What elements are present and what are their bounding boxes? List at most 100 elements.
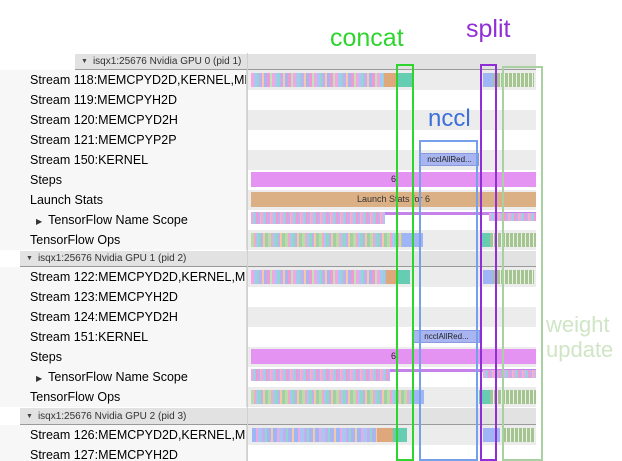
track-timeline [248,130,536,150]
event-bar[interactable] [377,428,393,442]
launch-stats-bar[interactable]: Launch Stats for 6 [251,192,536,207]
annotation-label-weight-update: weight update [546,312,613,362]
nccl-allreduce-event[interactable]: ncclAllRed... [420,153,479,166]
track-row-launch-stats: Launch Stats Launch Stats for 6 [0,190,622,210]
op-bar[interactable] [412,390,424,404]
step-bar[interactable]: 6 [251,172,536,187]
collapse-icon[interactable]: ▼ [81,58,88,65]
weight-update-event-cluster[interactable] [503,428,535,442]
section-header-gpu1[interactable]: ▼ isqx1:25676 Nvidia GPU 1 (pid 2) [0,250,622,267]
event-cluster[interactable] [252,428,377,442]
collapse-icon[interactable]: ▼ [26,255,33,262]
track-row-tf-ops-gpu0: TensorFlow Ops [0,230,622,250]
track-timeline [248,90,536,110]
track-row-stream124: Stream 124:MEMCPYD2H [0,307,622,327]
event-bar[interactable] [386,270,398,284]
section-header-gpu2[interactable]: ▼ isqx1:25676 Nvidia GPU 2 (pid 3) [0,407,622,425]
op-cluster[interactable] [251,233,402,247]
annotation-label-concat: concat [330,24,404,52]
track-label-text: TensorFlow Name Scope [48,213,188,227]
track-label: Steps [0,347,247,367]
track-label: Stream 150:KERNEL [0,150,247,170]
concat-event-bar[interactable] [398,270,410,284]
track-timeline: 6 [248,347,536,367]
nccl-allreduce-event[interactable]: ncclAllRed... [413,330,480,343]
track-row-stream126: Stream 126:MEMCPYD2D,KERNEL,MI [0,425,622,445]
event-cluster[interactable] [251,270,386,284]
track-label: ▶ TensorFlow Name Scope [0,210,247,230]
name-scope-cluster[interactable] [251,369,390,381]
track-row-stream151: Stream 151:KERNEL ncclAllRed... [0,327,622,347]
step-bar[interactable]: 6 [251,349,536,364]
track-row-stream119: Stream 119:MEMCPYH2D [0,90,622,110]
track-row-stream123: Stream 123:MEMCPYH2D [0,287,622,307]
gpu2-header-label: isqx1:25676 Nvidia GPU 2 (pid 3) [37,410,187,422]
track-label: Stream 126:MEMCPYD2D,KERNEL,MI [0,425,247,445]
track-timeline: ncclAllRed... [248,327,536,347]
track-row-stream120: Stream 120:MEMCPYD2H [0,110,622,130]
op-cluster[interactable] [251,390,412,404]
track-row-tf-name-scope-gpu0: ▶ TensorFlow Name Scope [0,210,622,230]
collapse-icon[interactable]: ▼ [26,412,33,420]
expand-icon[interactable]: ▶ [36,217,43,226]
annotation-label-split: split [466,15,511,43]
track-row-tf-name-scope-gpu1: ▶ TensorFlow Name Scope [0,367,622,387]
gpu1-header-label: isqx1:25676 Nvidia GPU 1 (pid 2) [37,253,187,264]
name-scope-cluster[interactable] [489,213,536,221]
name-scope-bar[interactable] [251,369,536,372]
track-label: Stream 121:MEMCPYP2P [0,130,247,150]
track-row-steps-gpu1: Steps 6 [0,347,622,367]
panel-divider[interactable] [247,53,248,461]
track-label: TensorFlow Ops [0,230,247,250]
split-event-bar[interactable] [483,270,493,284]
track-label: Stream 120:MEMCPYD2H [0,110,247,130]
track-timeline [248,210,536,230]
track-label: Stream 124:MEMCPYD2H [0,307,247,327]
event-cluster[interactable] [251,73,384,87]
op-bar[interactable] [402,233,423,247]
weight-update-line2: update [546,337,614,362]
track-label: ▶ TensorFlow Name Scope [0,367,247,387]
track-timeline: Launch Stats for 6 [248,190,536,210]
event-bar[interactable] [384,73,397,87]
section-header-gpu0[interactable]: ▼ isqx1:25676 Nvidia GPU 0 (pid 1) [0,53,622,70]
gpu1-header-band[interactable]: ▼ isqx1:25676 Nvidia GPU 1 (pid 2) [20,251,536,267]
annotation-label-nccl: nccl [428,105,471,132]
name-scope-cluster[interactable] [483,370,536,378]
track-row-stream127: Stream 127:MEMCPYH2D [0,445,622,461]
track-timeline [248,425,536,445]
track-row-stream122: Stream 122:MEMCPYD2D,KERNEL,MI [0,267,622,287]
track-row-stream118: Stream 118:MEMCPYD2D,KERNEL,ME [0,70,622,90]
track-label-text: TensorFlow Name Scope [48,370,188,384]
gpu2-header-band[interactable]: ▼ isqx1:25676 Nvidia GPU 2 (pid 3) [20,408,536,425]
split-event-bar[interactable] [483,428,500,442]
name-scope-cluster[interactable] [251,212,385,224]
gpu0-header-label: isqx1:25676 Nvidia GPU 0 (pid 1) [92,56,242,67]
track-row-stream150: Stream 150:KERNEL ncclAllRed... [0,150,622,170]
concat-event-bar[interactable] [393,428,407,442]
op-bar[interactable] [479,390,490,404]
split-event-bar[interactable] [483,73,493,87]
track-label: Stream 127:MEMCPYH2D [0,445,247,461]
track-label: Stream 119:MEMCPYH2D [0,90,247,110]
track-label: Stream 123:MEMCPYH2D [0,287,247,307]
op-cluster[interactable] [490,233,536,247]
weight-update-line1: weight [546,312,610,337]
track-timeline [248,307,536,327]
track-label: TensorFlow Ops [0,387,247,407]
gpu0-header-band[interactable]: ▼ isqx1:25676 Nvidia GPU 0 (pid 1) [75,54,536,70]
name-scope-bar[interactable] [251,212,536,215]
track-label: Stream 118:MEMCPYD2D,KERNEL,ME [0,70,247,90]
timeline-body: ▼ isqx1:25676 Nvidia GPU 0 (pid 1) Strea… [0,53,622,461]
expand-icon[interactable]: ▶ [36,374,43,383]
concat-event-bar[interactable] [397,73,413,87]
track-timeline [248,70,536,90]
op-bar[interactable] [480,233,490,247]
weight-update-event-cluster[interactable] [493,270,534,284]
op-cluster[interactable] [490,390,536,404]
track-timeline [248,230,536,250]
track-timeline [248,445,536,461]
weight-update-event-cluster[interactable] [493,73,534,87]
track-timeline [248,287,536,307]
